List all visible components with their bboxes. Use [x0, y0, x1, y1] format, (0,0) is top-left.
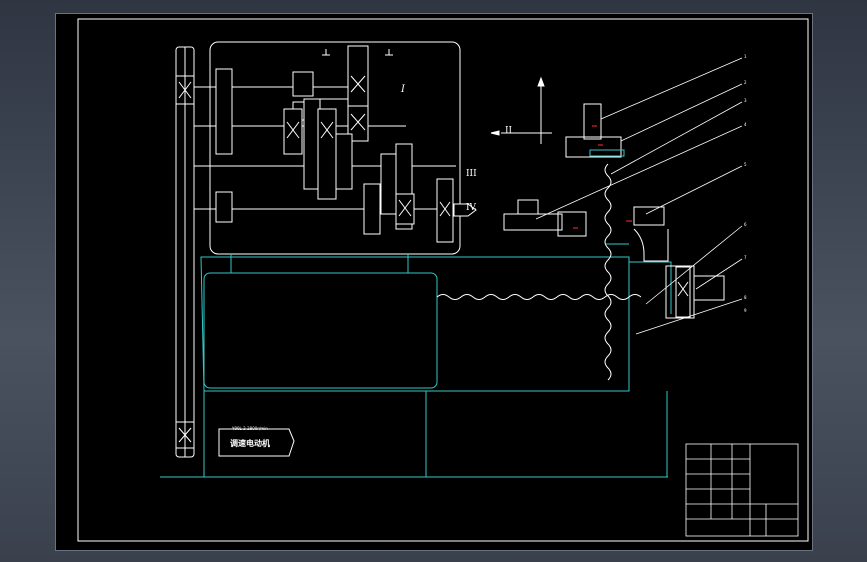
center-tip	[453, 203, 477, 217]
gear-icon	[363, 183, 381, 235]
gear-icon	[395, 193, 415, 225]
callout-3: 3	[744, 98, 747, 103]
shaft-label-ii: II	[505, 126, 513, 136]
callout-leaders	[535, 57, 743, 335]
callout-5: 5	[744, 162, 747, 167]
direction-arrows	[490, 76, 552, 144]
callout-numbers: 1 2 3 4 5 6 7 8 9	[744, 54, 747, 313]
inner-border	[77, 18, 809, 542]
upper-pulley	[175, 75, 195, 105]
shaft-label-i: I	[400, 84, 406, 95]
gearbox-housing	[209, 41, 461, 255]
helical-drives	[436, 163, 642, 381]
lower-pulley	[175, 421, 195, 449]
callout-8: 8	[744, 295, 747, 300]
callout-4: 4	[744, 122, 747, 127]
gear-icon	[317, 108, 337, 200]
callout-7: 7	[744, 255, 747, 260]
gear-icon	[215, 68, 233, 155]
callout-6: 6	[744, 222, 747, 227]
shaft-label-iii: III	[466, 169, 477, 179]
gear-train	[215, 45, 477, 243]
drawing-sheet: I II III IV	[55, 13, 813, 551]
worm-gear-icon	[557, 211, 587, 237]
gear-icon	[283, 108, 303, 155]
gear-icon	[335, 133, 353, 190]
callout-2: 2	[744, 80, 747, 85]
gear-icon	[347, 105, 369, 142]
machine-frame	[160, 243, 672, 478]
shaft-label-iv: IV	[466, 203, 477, 213]
coupling-icon	[292, 71, 314, 97]
transmission-diagram: I II III IV	[77, 18, 809, 542]
gear-icon	[436, 178, 454, 243]
cutter-icon	[503, 213, 563, 231]
gear-icon	[380, 153, 398, 215]
bevel-gear-icon	[675, 266, 691, 318]
title-block	[685, 443, 799, 537]
gear-icon	[215, 191, 233, 223]
red-markers	[573, 125, 632, 229]
motor-title: 调速电动机	[230, 438, 270, 448]
worm-mechanism	[503, 103, 725, 319]
motor-body	[218, 428, 295, 457]
callout-9: 9	[744, 308, 747, 313]
motor-spec: Y90L-2-2800r/min	[231, 426, 268, 431]
belt-drive	[175, 46, 195, 458]
callout-1: 1	[744, 54, 747, 59]
motor: Y90L-2-2800r/min 调速电动机	[218, 426, 295, 457]
